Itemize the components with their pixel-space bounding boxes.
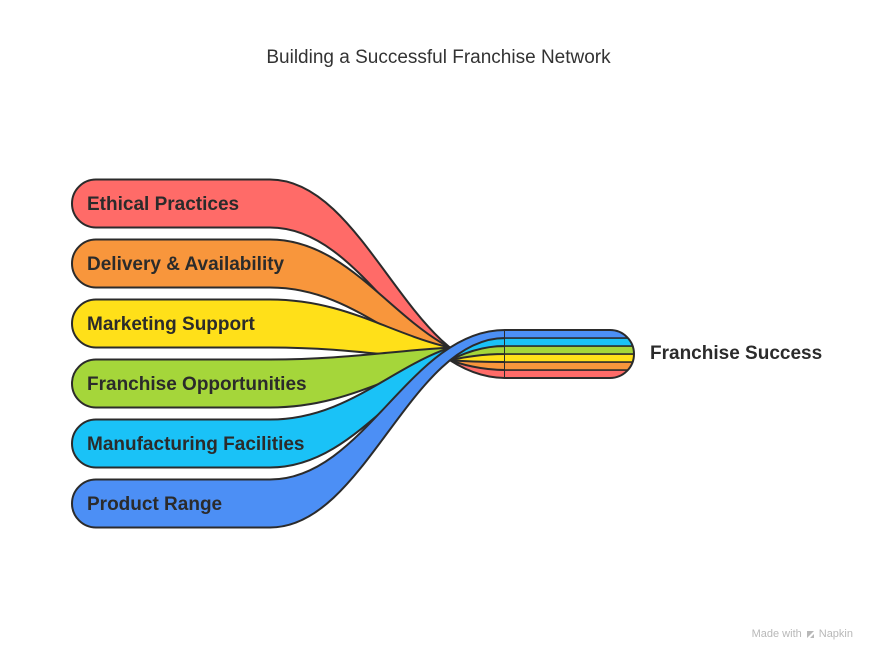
- band-label-3: Franchise Opportunities: [87, 374, 307, 395]
- result-bundle: [505, 329, 635, 379]
- watermark-prefix: Made with: [751, 628, 802, 640]
- bundle-strip-2: [505, 353, 634, 363]
- bundle-strip-3: [505, 345, 634, 355]
- bundle-strip-1: [505, 361, 634, 371]
- input-bands: [71, 178, 506, 529]
- band-5: [71, 329, 506, 529]
- watermark: Made with Napkin: [752, 628, 853, 640]
- bundle-outline: [505, 329, 635, 379]
- watermark-brand: Napkin: [818, 628, 853, 640]
- band-label-4: Manufacturing Facilities: [87, 434, 304, 455]
- band-label-2: Marketing Support: [87, 314, 256, 335]
- band-label-1: Delivery & Availability: [87, 254, 285, 275]
- bundle-strip-5: [505, 330, 634, 339]
- band-label-5: Product Range: [87, 494, 222, 515]
- napkin-logo-icon: [806, 630, 814, 638]
- band-label-0: Ethical Practices: [87, 194, 239, 215]
- bundle-strip-4: [505, 337, 634, 347]
- diagram-title: Building a Successful Franchise Network: [266, 47, 611, 68]
- result-label: Franchise Success: [650, 343, 822, 364]
